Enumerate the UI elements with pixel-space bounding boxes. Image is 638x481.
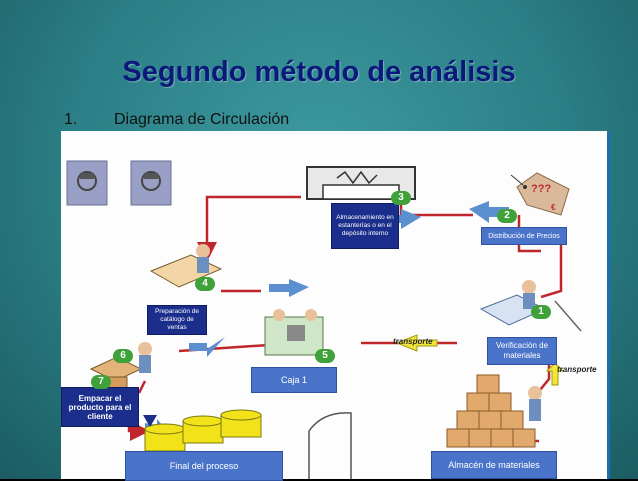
diagram-graphics [66, 160, 582, 479]
price-tag-euro: € [551, 203, 556, 212]
label-preparacion: Preparación de catálogo de ventas [147, 305, 207, 335]
step-badge-3: 3 [391, 191, 411, 205]
label-caja: Caja 1 [251, 367, 337, 393]
price-tag-icon [510, 172, 570, 216]
price-tag-text: ??? [531, 183, 552, 195]
label-verificacion: Verificación de materiales [487, 337, 557, 365]
hook-icon-left [66, 160, 108, 206]
step-badge-6: 6 [113, 349, 133, 363]
step-badge-4: 4 [195, 277, 215, 291]
step-badge-1: 1 [531, 305, 551, 319]
step-badge-5: 5 [315, 349, 335, 363]
storage-rack-icon [306, 166, 416, 200]
door-icon [308, 412, 352, 479]
cashier-scene-icon [264, 309, 324, 356]
transport-tag-right: transporte [557, 365, 597, 374]
label-empacar: Empacar el producto para el cliente [61, 387, 139, 427]
transport-tag-left: transporte [393, 337, 433, 346]
label-almacen: Almacén de materiales [431, 451, 557, 479]
list-number: 1. [64, 111, 78, 128]
downward-arrow-icon [143, 415, 157, 427]
step-badge-2: 2 [497, 209, 517, 223]
label-final: Final del proceso [125, 451, 283, 481]
hook-icon-right [130, 160, 172, 206]
cylinders-icon [144, 409, 262, 452]
worker-verification-icon [479, 280, 582, 332]
step-badge-7: 7 [91, 375, 111, 389]
warehouse-worker-icon [528, 386, 542, 421]
slide-title: Segundo método de análisis [122, 56, 516, 88]
label-almacenamiento: Almacenamiento en estanterías o en el de… [331, 203, 399, 249]
label-distribucion: Distribución de Precios [481, 227, 567, 245]
diagram-panel: Almacenamiento en estanterías o en el de… [61, 131, 610, 481]
worker-desk-icon [149, 244, 223, 288]
list-item: 1. Diagrama de Circulación [64, 111, 289, 129]
list-item-text: Diagrama de Circulación [114, 111, 290, 128]
boxes-stack-icon [446, 374, 536, 448]
